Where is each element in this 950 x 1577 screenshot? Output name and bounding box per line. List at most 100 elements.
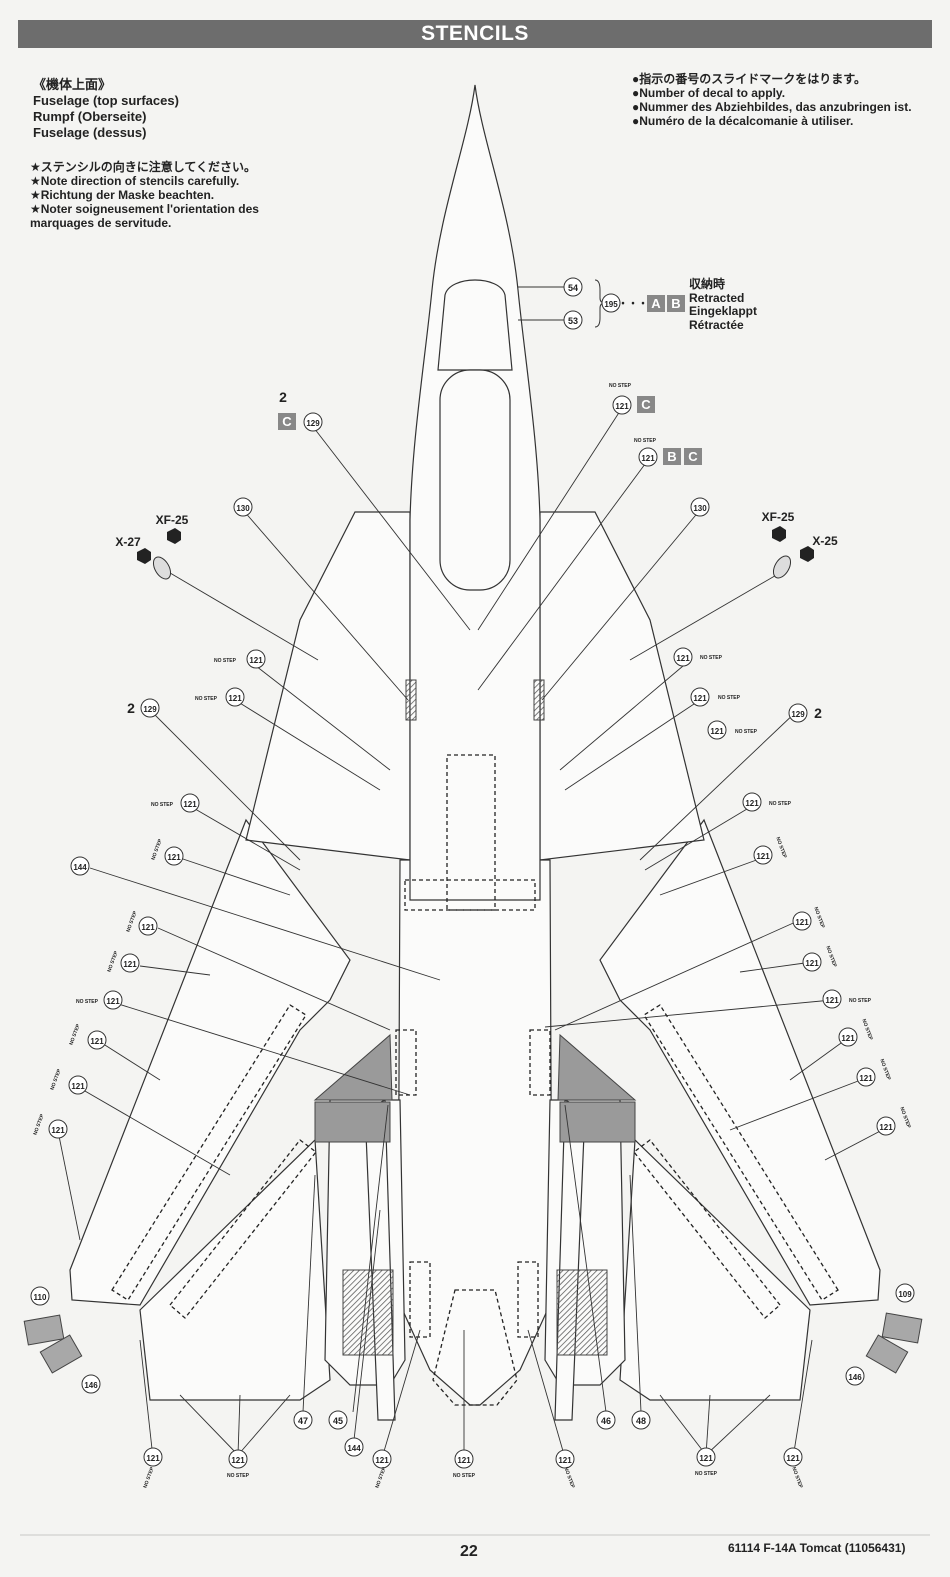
box-C-2: C (637, 396, 655, 413)
svg-text:121: 121 (123, 960, 137, 969)
decal-109-b (865, 1334, 909, 1374)
svg-text:121: 121 (693, 694, 707, 703)
svg-text:121: 121 (51, 1126, 65, 1135)
section-en: Fuselage (top surfaces) (33, 93, 179, 108)
retracted-jp: 収納時 (689, 277, 726, 291)
svg-text:121: 121 (457, 1456, 471, 1465)
svg-text:NO STEP: NO STEP (195, 696, 218, 702)
svg-text:NO STEP: NO STEP (849, 998, 872, 1004)
badge-121-l: 121 (138, 916, 158, 936)
badge-121-j: 121 (164, 846, 184, 866)
badge-109: 109 (895, 1283, 915, 1303)
left-glove (245, 511, 411, 861)
legend-de: ●Nummer des Abziehbildes, das anzubringe… (632, 100, 912, 114)
svg-text:54: 54 (568, 283, 578, 293)
svg-text:46: 46 (601, 1416, 611, 1426)
badge-45: 45 (328, 1410, 348, 1430)
centre-body (397, 859, 553, 1406)
svg-text:NO STEP: NO STEP (453, 1473, 476, 1479)
badge-146-right: 146 (845, 1366, 865, 1386)
note-fr-2: marquages de servitude. (30, 216, 172, 230)
badge-53: 53 (563, 310, 583, 330)
badge-46: 46 (596, 1410, 616, 1430)
right-vent (533, 679, 545, 721)
badge-121-m: 121 (792, 911, 812, 931)
badge-121-f: 121 (690, 687, 710, 707)
svg-text:NO STEP: NO STEP (878, 1058, 891, 1081)
svg-text:121: 121 (167, 853, 181, 862)
retracted-fr: Rétractée (689, 317, 744, 332)
svg-text:NO STEP: NO STEP (49, 1068, 62, 1091)
svg-text:C: C (282, 414, 292, 429)
svg-text:121: 121 (558, 1456, 572, 1465)
left-intake-lip (314, 1101, 391, 1143)
svg-text:144: 144 (347, 1444, 361, 1453)
note-en: ★Note direction of stencils carefully. (30, 174, 240, 188)
svg-text:NO STEP: NO STEP (718, 695, 741, 701)
svg-text:NO STEP: NO STEP (898, 1106, 911, 1129)
badge-121-i: 121 (742, 792, 762, 812)
svg-text:121: 121 (249, 656, 263, 665)
box-C-1: C (278, 413, 296, 430)
svg-text:121: 121 (90, 1037, 104, 1046)
badge-121-b: 121 (638, 447, 658, 467)
page-number: 22 (460, 1543, 478, 1560)
badge-121-a: 121 (612, 395, 632, 415)
decal-110-a (23, 1314, 65, 1346)
wing-walk-left-2 (169, 1139, 317, 1319)
badge-110: 110 (30, 1286, 50, 1306)
svg-text:X-25: X-25 (812, 534, 838, 548)
svg-text:121: 121 (183, 800, 197, 809)
svg-text:121: 121 (786, 1454, 800, 1463)
svg-text:NO STEP: NO STEP (824, 945, 837, 968)
svg-text:2: 2 (279, 389, 287, 405)
svg-text:109: 109 (898, 1290, 912, 1299)
svg-text:・・・: ・・・ (618, 299, 648, 310)
decal-109-a (881, 1312, 923, 1344)
svg-text:121: 121 (745, 799, 759, 808)
badge-144-upper: 144 (70, 856, 90, 876)
svg-text:NO STEP: NO STEP (150, 838, 163, 861)
right-wing (599, 818, 881, 1306)
panel-right-2 (517, 1261, 539, 1338)
legend-fr: ●Numéro de la décalcomanie à utiliser. (632, 114, 854, 128)
badge-121-h: 121 (180, 793, 200, 813)
badge-121-ad: 121 (783, 1447, 803, 1467)
svg-text:121: 121 (699, 1454, 713, 1463)
cockpit (439, 369, 511, 591)
wing-walk-right-1 (643, 1004, 839, 1301)
badge-121-g: 121 (707, 720, 727, 740)
svg-text:129: 129 (143, 705, 157, 714)
box-A: A (647, 295, 665, 312)
svg-text:121: 121 (146, 1454, 160, 1463)
svg-text:B: B (671, 296, 680, 311)
header-title: STENCILS (421, 22, 529, 45)
svg-text:45: 45 (333, 1416, 343, 1426)
badge-121-r: 121 (87, 1030, 107, 1050)
right-intake-shade (557, 1033, 637, 1101)
svg-text:B: B (667, 449, 676, 464)
svg-text:121: 121 (825, 996, 839, 1005)
svg-text:NO STEP: NO STEP (125, 910, 138, 933)
svg-text:NO STEP: NO STEP (634, 438, 657, 444)
badge-195: 195 (601, 293, 621, 313)
svg-text:121: 121 (228, 694, 242, 703)
badge-121-k: 121 (753, 845, 773, 865)
badge-121-n: 121 (120, 953, 140, 973)
svg-text:121: 121 (879, 1123, 893, 1132)
svg-text:146: 146 (848, 1373, 862, 1382)
svg-text:146: 146 (84, 1381, 98, 1390)
product-code: 61114 F-14A Tomcat (11056431) (728, 1541, 906, 1555)
right-intake-lip (559, 1101, 636, 1143)
svg-text:2: 2 (814, 705, 822, 721)
section-de: Rumpf (Oberseite) (33, 109, 147, 124)
svg-text:XF-25: XF-25 (156, 513, 189, 527)
svg-text:NO STEP: NO STEP (106, 950, 119, 973)
badge-121-q: 121 (822, 989, 842, 1009)
badge-129-right: 129 (788, 703, 808, 723)
svg-text:121: 121 (795, 918, 809, 927)
svg-text:C: C (688, 449, 698, 464)
svg-text:130: 130 (693, 504, 707, 513)
svg-text:121: 121 (859, 1074, 873, 1083)
panel-right-1 (529, 1029, 551, 1096)
